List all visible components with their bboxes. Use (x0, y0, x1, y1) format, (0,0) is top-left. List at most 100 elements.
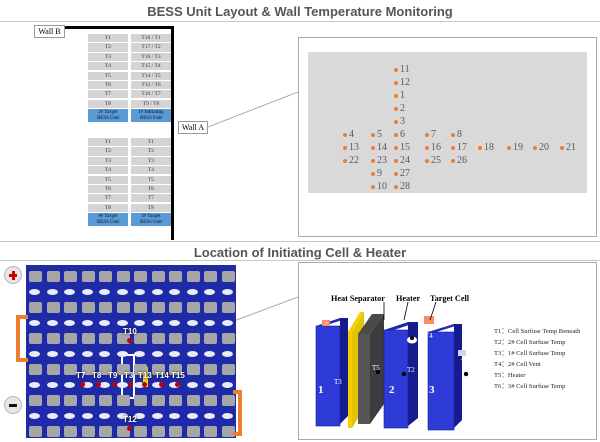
divider-middle-2 (0, 260, 600, 261)
sensor-label: 28 (400, 181, 410, 192)
sensor-tag: T2 (407, 366, 415, 374)
cell-vent (204, 350, 215, 357)
cell-box: T2 (88, 147, 128, 156)
cell-block (169, 271, 182, 282)
cell-block (64, 364, 77, 375)
cell-block (81, 364, 95, 375)
cell-box: T5 (88, 175, 128, 184)
legend-item: T6：3# Cell Surfuse Temp (494, 383, 566, 390)
cell-box: T14 / T5 (131, 71, 171, 80)
cell-vent (46, 288, 58, 295)
cell-block (151, 302, 165, 313)
cell-block (116, 302, 130, 313)
cell-box: T8 (88, 99, 128, 108)
cell-box: T9 / T8 (131, 99, 171, 108)
cell-vent (81, 412, 93, 419)
cell-block (186, 426, 200, 437)
cell-vent (169, 288, 180, 295)
sensor-tag: T5 (372, 364, 380, 372)
divider-top (0, 21, 600, 22)
sensor-label: 25 (431, 155, 441, 166)
divider-middle (0, 241, 600, 242)
sensor-label: 19 (513, 142, 523, 153)
cell-block (116, 426, 130, 437)
thermocouple-label: T15 (171, 371, 185, 380)
cell-vent (151, 350, 163, 357)
legend-item: T5：Heater (494, 372, 526, 379)
cell-vent (134, 381, 145, 388)
cell-vent (29, 381, 40, 388)
cell-block (116, 271, 130, 282)
cell-vent (116, 319, 128, 326)
cell-block (151, 426, 165, 437)
cell-block (186, 333, 200, 344)
cell-block (99, 271, 112, 282)
cell-schematic: + (315, 301, 469, 431)
cell-block (64, 395, 77, 406)
cell-block (46, 364, 60, 375)
cell-block (169, 364, 182, 375)
sensor-dot (451, 133, 455, 137)
cell-vent (29, 319, 40, 326)
svg-text:+: + (324, 321, 328, 327)
cell-vent (221, 381, 233, 388)
cell-vent (64, 288, 75, 295)
cell-box: T4 (88, 62, 128, 71)
cell-block (99, 364, 112, 375)
cell-vent (81, 319, 93, 326)
sensor-label: 3 (400, 116, 405, 127)
section-title-initiating: Location of Initiating Cell & Heater (193, 245, 407, 260)
cell-block (116, 364, 130, 375)
cell-block (221, 426, 235, 437)
cell-block (46, 426, 60, 437)
cell-number: 1 (318, 384, 324, 396)
cell-vent (186, 319, 198, 326)
cell-block (221, 395, 235, 406)
cell-vent (134, 319, 145, 326)
cell-block (116, 333, 130, 344)
cell-vent (169, 381, 180, 388)
cell-vent (204, 412, 215, 419)
cell-vent (116, 350, 128, 357)
cell-vent (64, 350, 75, 357)
cell-vent (29, 288, 40, 295)
cell-block (169, 302, 182, 313)
cell-block (134, 364, 147, 375)
cell-vent (204, 381, 215, 388)
sensor-label: 24 (400, 155, 410, 166)
cell-box: T2 (131, 147, 171, 156)
cell-block (169, 395, 182, 406)
busbar-right (233, 390, 242, 436)
sensor-dot (394, 185, 398, 189)
sensor-dot (394, 146, 398, 150)
sensor-tag: T3 (334, 378, 342, 386)
cell-box: T6 (131, 184, 171, 194)
cell-vent (99, 288, 110, 295)
cell-vent (186, 412, 198, 419)
cell-block (29, 302, 42, 313)
unit-label-line: 3# Target (141, 213, 161, 219)
thermocouple-label: T7 (76, 371, 86, 380)
cell-block (134, 395, 147, 406)
wall-b-line (65, 26, 174, 29)
wall-sensor-grid (308, 52, 587, 193)
cell-vent (64, 412, 75, 419)
unit-label-line: BESS Unit (140, 115, 162, 121)
cell-block (46, 395, 60, 406)
thermocouple-label: T3 (124, 371, 134, 380)
module-photo (26, 265, 236, 438)
cell-number: 2 (389, 384, 395, 396)
cell-block (29, 271, 42, 282)
sensor-label: 21 (566, 142, 576, 153)
sensor-label: 14 (377, 142, 387, 153)
thermocouple-dot (112, 382, 117, 387)
thermocouple-dot (80, 382, 85, 387)
unit-label-line: 4# Target (98, 213, 118, 219)
cell-block (99, 426, 112, 437)
sensor-label: 26 (457, 155, 467, 166)
cell-vent (46, 412, 58, 419)
sensor-label: 20 (539, 142, 549, 153)
component-label: Heat Separator (331, 294, 385, 303)
